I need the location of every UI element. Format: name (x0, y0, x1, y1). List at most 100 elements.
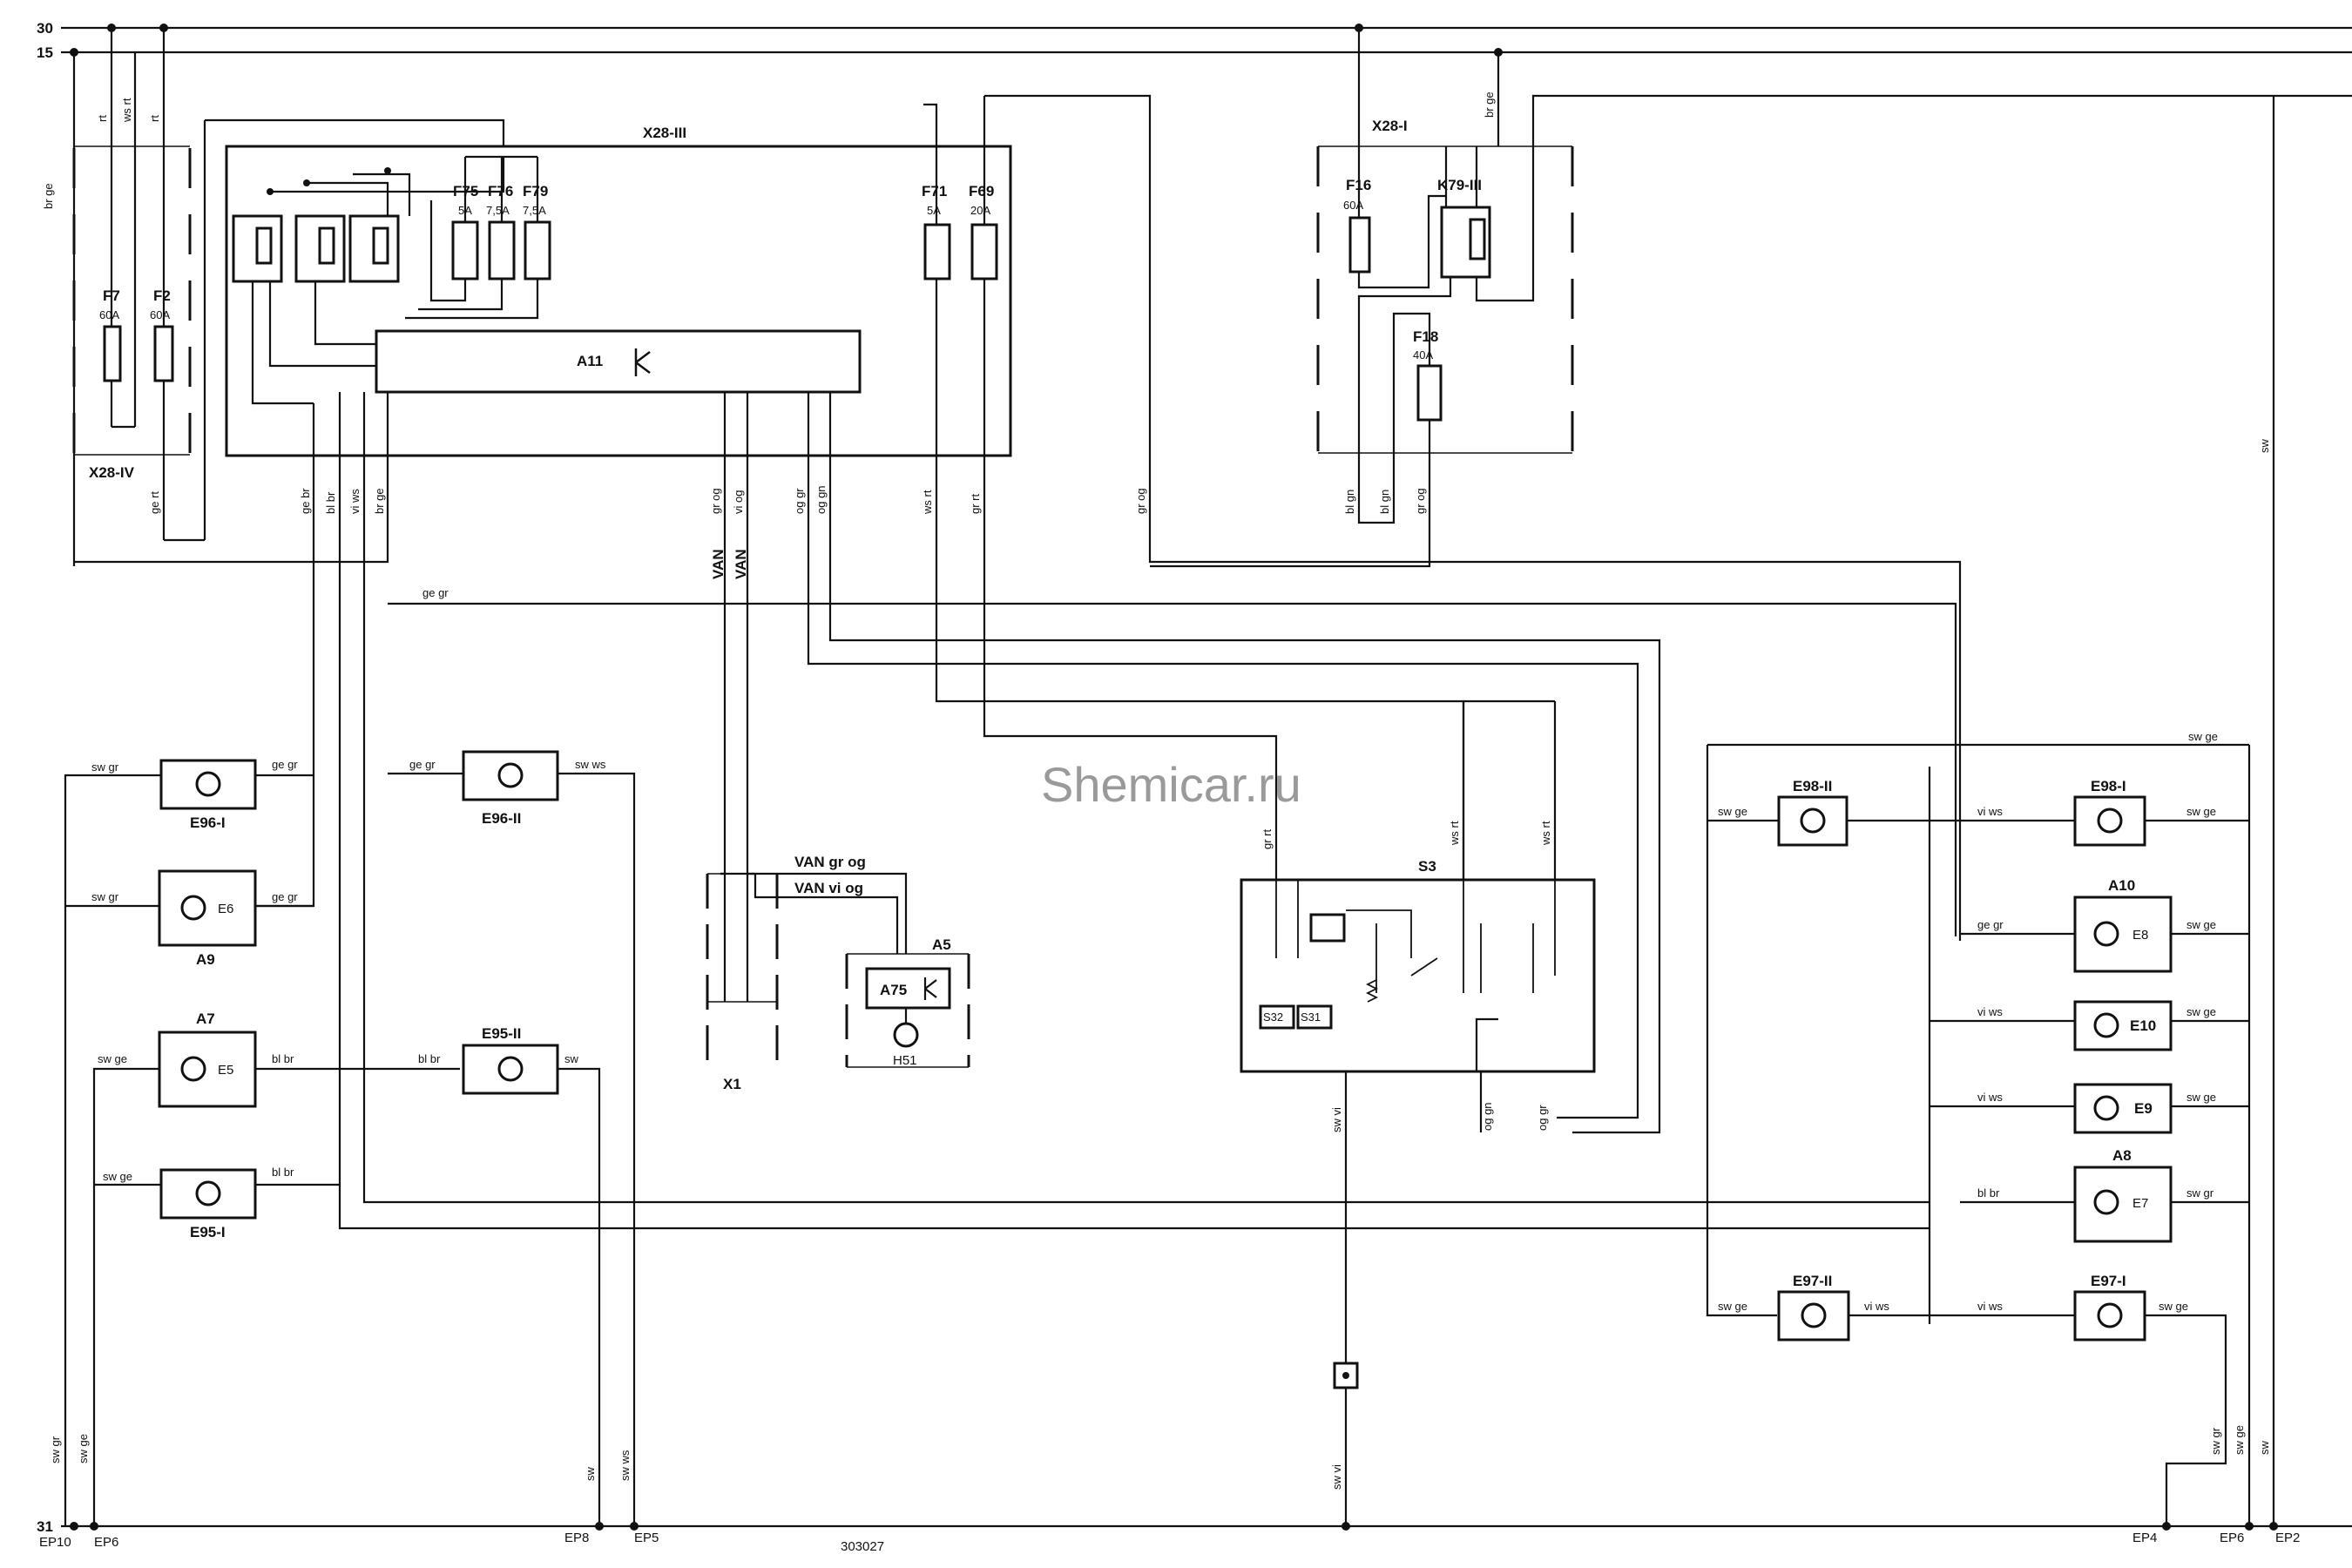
s31-label: S31 (1301, 1010, 1321, 1024)
fuse-f79-rating: 7,5A (523, 204, 546, 217)
lamp-e8-bulb-icon (2093, 921, 2119, 947)
wire-color-bl-br: bl br (324, 491, 337, 514)
wire-color-sw-vi-2: sw vi (1330, 1464, 1343, 1490)
fuse-f7-label: F7 (103, 287, 120, 304)
left-lamps: E96-I sw gr ge gr E6 A9 sw gr ge gr E5 A… (49, 750, 636, 1526)
fuse-f71-rating: 5A (927, 204, 941, 217)
wire-color-og-gn-2: og gn (1481, 1102, 1494, 1131)
wire-color-sw-right: sw (2258, 439, 2271, 454)
lamp-e97-ii-label: E97-II (1793, 1273, 1832, 1289)
lamp-e98-i-bulb-icon (2097, 808, 2123, 834)
lamp-e9-label: E9 (2134, 1100, 2153, 1117)
a11-label: A11 (577, 353, 603, 369)
wire-color-rt-1: rt (96, 115, 109, 122)
wire-color-vi-og: vi og (732, 490, 745, 514)
fuse-f16-label: F16 (1346, 177, 1371, 193)
lamp-e98-ii-label: E98-II (1793, 778, 1832, 794)
lamp-a9-box (158, 869, 257, 947)
lamp-e97-i-bulb-icon (2097, 1302, 2123, 1328)
wire-color-sw-2: sw (584, 1467, 597, 1482)
lamp-e98-ii-bulb-icon (1800, 808, 1826, 834)
lamp-e95-ii-bulb-icon (497, 1056, 524, 1082)
a75-label: A75 (880, 982, 907, 998)
fuse-f16-rating: 60A (1343, 199, 1363, 212)
wire-color-sw-ge-3: sw ge (77, 1434, 90, 1463)
a5-label: A5 (932, 936, 951, 953)
lamp-a7-box (158, 1031, 257, 1108)
wire-color-ws-rt-3: ws rt (1448, 821, 1461, 846)
lamp-e8-label: E8 (2132, 928, 2148, 943)
van-label-1: VAN (710, 549, 727, 579)
wire-color-bl-gn-2: bl gn (1378, 490, 1391, 514)
x28-iv-label: X28-IV (89, 464, 135, 481)
lamp-e95-ii-label: E95-II (482, 1025, 521, 1042)
fuse-f69-rating: 20A (970, 204, 990, 217)
lamp-e7-bulb-icon (2093, 1189, 2119, 1215)
wire-color-og-gr: og gr (793, 488, 806, 514)
drawing-number: 303027 (841, 1539, 884, 1554)
lamp-a9-label: A9 (196, 951, 215, 968)
lamp-e5-label: E5 (218, 1063, 233, 1078)
fuse-box-x28-i: X28-I br ge F16 60A K79-III F18 40A bl g… (1150, 28, 2352, 1526)
ground-points: EP10 EP6 EP8 EP5 EP4 EP6 EP2 303027 (39, 1522, 2300, 1554)
wire-color-sw-vi-1: sw vi (1330, 1107, 1343, 1132)
s3-label: S3 (1418, 858, 1436, 875)
lamp-a10-label: A10 (2108, 877, 2135, 894)
wire-color-vi-ws-r2: vi ws (1977, 1005, 2003, 1018)
wire-color-sw-gr-3: sw gr (49, 1436, 62, 1463)
fuse-f75-rating: 5A (458, 204, 472, 217)
van-gr-og-label: VAN gr og (794, 854, 866, 870)
ground-ep4: EP4 (2132, 1531, 2157, 1545)
lamp-e6-label: E6 (218, 902, 233, 916)
wire-color-ge-gr-1: ge gr (272, 758, 298, 771)
k79-label: K79-III (1437, 177, 1482, 193)
ground-ep8: EP8 (564, 1531, 589, 1545)
lamp-e96-ii-label: E96-II (482, 810, 521, 827)
wire-color-br-ge: br ge (42, 183, 55, 209)
fuse-f79-label: F79 (523, 183, 548, 199)
van-label-2: VAN (733, 549, 749, 579)
wire-color-gr-og-3: gr og (1414, 488, 1427, 514)
fuse-f76-label: F76 (488, 183, 513, 199)
ground-ep5: EP5 (634, 1531, 659, 1545)
s32-label: S32 (1263, 1010, 1283, 1024)
wire-color-gr-og: gr og (709, 488, 722, 514)
lamp-e9-bulb-icon (2093, 1095, 2119, 1121)
wire-color-sw-ge-1: sw ge (98, 1052, 127, 1065)
wire-color-gr-og-2: gr og (1134, 488, 1147, 514)
wire-color-sw-1: sw (564, 1052, 579, 1065)
wire-color-bl-br-3: bl br (418, 1052, 441, 1065)
fuse-f71-label: F71 (922, 183, 947, 199)
fuse-f18-rating: 40A (1413, 348, 1433, 362)
wire-color-ge-gr-r: ge gr (1977, 918, 2004, 931)
lamp-a8-box (2073, 1166, 2173, 1243)
wire-color-ws-rt-1: ws rt (120, 98, 133, 123)
wire-color-sw-ge-r7: sw ge (2159, 1300, 2188, 1313)
wire-color-sw-r: sw (2258, 1441, 2271, 1456)
wire-color-bl-br-r: bl br (1977, 1186, 2000, 1200)
fuse-f69-label: F69 (969, 183, 994, 199)
wire-color-sw-gr-r2: sw gr (2209, 1427, 2222, 1455)
fuse-f18-label: F18 (1413, 328, 1438, 345)
fuse-box-x28-iv: X28-IV br ge rt ws rt rt F7 60A F2 60A g… (42, 28, 205, 566)
wire-color-vi-ws-r5: vi ws (1977, 1300, 2003, 1313)
fuse-f7-rating: 60A (99, 308, 119, 321)
watermark-text: Shemicar.ru (1041, 757, 1301, 812)
lamp-e10-bulb-icon (2093, 1012, 2119, 1038)
lamp-e96-i-label: E96-I (190, 814, 226, 831)
lamp-e98-i-label: E98-I (2091, 778, 2126, 794)
rail-31-label: 31 (37, 1518, 53, 1535)
wire-color-og-gr-2: og gr (1536, 1105, 1549, 1131)
switch-module-s3: S3 gr rt ws rt ws rt S32 S31 sw vi sw vi… (1240, 700, 1596, 1526)
wire-color-br-ge-3: br ge (1483, 91, 1496, 118)
lamp-e7-label: E7 (2132, 1196, 2148, 1211)
wire-color-sw-ws-1: sw ws (575, 758, 606, 771)
wire-color-bl-br-1: bl br (272, 1052, 294, 1065)
lamp-e96-ii-bulb-icon (497, 762, 524, 788)
lamp-e10-box (2073, 1000, 2173, 1051)
wire-color-ws-rt-2: ws rt (921, 490, 934, 515)
wire-color-sw-ge-2: sw ge (103, 1170, 132, 1183)
lamp-e5-bulb-icon (180, 1056, 206, 1082)
wire-color-sw-gr-1: sw gr (91, 760, 119, 774)
